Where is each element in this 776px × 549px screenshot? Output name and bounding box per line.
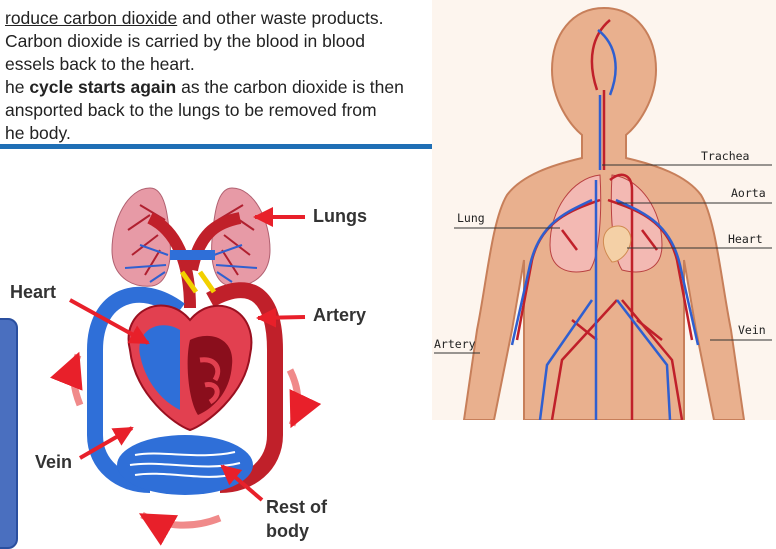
vein-label: Vein: [35, 452, 72, 473]
body-vein-label: Vein: [738, 323, 766, 337]
circulation-arrow-right: [290, 370, 298, 425]
body-silhouette: [464, 8, 744, 420]
trachea-label: Trachea: [701, 149, 749, 163]
artery-label: Artery: [313, 305, 366, 326]
body-diagram: [432, 0, 776, 420]
text-line-1-tail: and other waste products.: [177, 8, 383, 28]
circulation-arrow-bottom: [142, 515, 220, 525]
lung-label: Lung: [457, 211, 485, 225]
circulation-arrow-left: [74, 355, 80, 405]
underlined-phrase: roduce carbon dioxide: [5, 8, 177, 28]
rest-of-body-label-line1: Rest of: [266, 497, 327, 518]
bold-phrase: cycle starts again: [29, 77, 176, 97]
body-artery-label: Artery: [434, 337, 476, 351]
artery-pointer: [258, 317, 305, 318]
aorta-label: Aorta: [731, 186, 766, 200]
heart-label: Heart: [10, 282, 56, 303]
rest-of-body-label-line2: body: [266, 521, 309, 542]
text-line-4-tail: as the carbon dioxide is then: [176, 77, 404, 97]
body-diagram-panel: Trachea Aorta Lung Heart Artery Vein: [432, 0, 776, 420]
lungs-label: Lungs: [313, 206, 367, 227]
right-lung: [212, 188, 270, 286]
left-lung: [112, 188, 170, 286]
text-line-4-head: he: [5, 77, 29, 97]
body-heart-label: Heart: [728, 232, 763, 246]
